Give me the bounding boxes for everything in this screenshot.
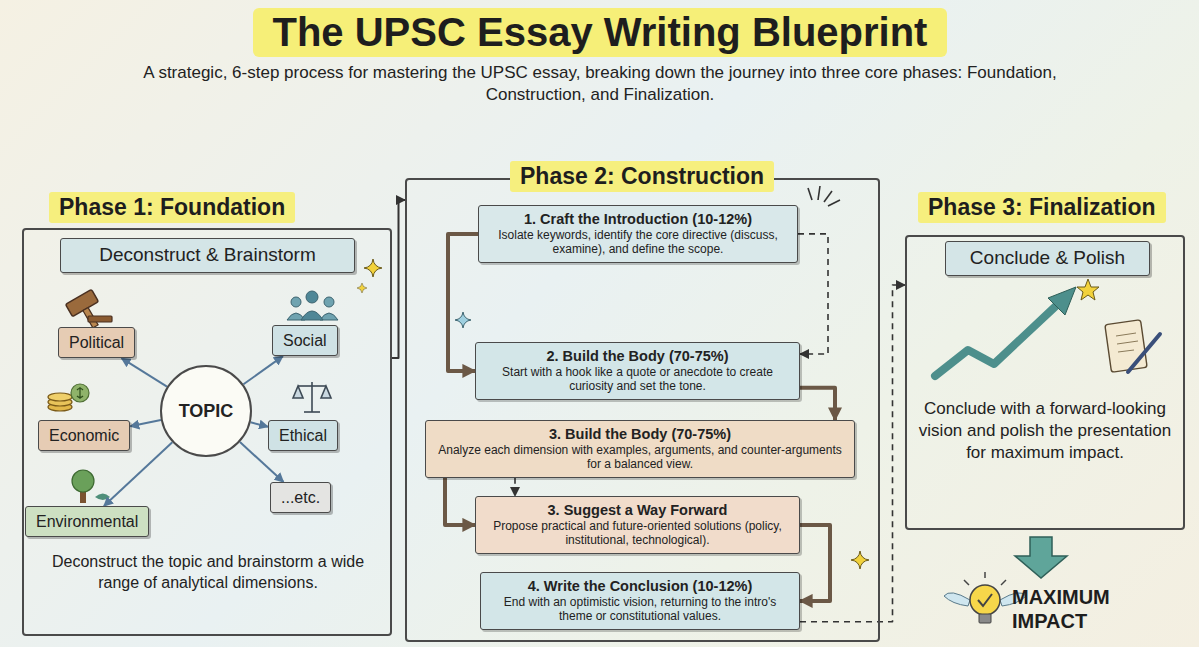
panel-note: Conclude with a forward-looking vision a… [918,398,1172,464]
step-box: 2. Build the Body (70-75%)Start with a h… [475,342,800,400]
topic-label: TOPIC [179,401,234,422]
phase-panel: Deconstruct & BrainstormTOPIC Political So… [22,228,392,636]
box-label: Social [283,331,327,350]
money-icon [48,384,89,411]
box-label: Deconstruct & Brainstorm [71,244,344,267]
box-label: ...etc. [281,488,320,507]
dimension-box: Ethical [268,420,338,451]
scales-icon [293,382,331,412]
box-label: Ethical [279,426,327,445]
step-title: 1. Craft the Introduction (10-12%) [491,211,785,228]
flow-arrow [514,478,516,496]
phase-panel: Conclude & PolishPhase 3: FinalizationCo… [905,235,1185,530]
step-box: 1. Craft the Introduction (10-12%)Isolat… [478,205,798,263]
down-arrow [1015,537,1067,578]
flow-arrow [798,234,828,354]
topic-circle: TOPIC [160,365,252,457]
flow-arrow [448,234,478,371]
dimension-box: Social [272,325,338,356]
step-box: 3. Build the Body (70-75%)Analyze each d… [425,420,855,478]
flow-arrow [800,388,835,420]
flow-arrow [130,420,161,426]
box-label: Conclude & Polish [956,247,1139,270]
scroll-pen-icon [1105,320,1160,373]
box-label: Economic [49,426,119,445]
step-box: 3. Suggest a Way ForwardPropose practica… [475,496,800,554]
people-icon [287,291,338,320]
step-title: 3. Build the Body (70-75%) [438,426,842,443]
impact-label: MAXIMUM IMPACT [1012,585,1132,633]
flow-arrow [445,478,475,525]
phase-heading: Phase 2: Construction [510,161,774,192]
step-description: End with an optimistic vision, returning… [493,595,787,624]
flow-arrow [251,422,268,426]
phase-panel: 1. Craft the Introduction (10-12%)Isolat… [405,178,880,642]
phase-heading: Phase 1: Foundation [49,192,295,223]
dimension-box: ...etc. [270,482,331,513]
step-title: 3. Suggest a Way Forward [488,502,787,519]
step-title: 4. Write the Conclusion (10-12%) [493,578,787,595]
dimension-box: Political [58,327,135,358]
flow-arrow [800,525,830,601]
box-label: Political [69,333,124,352]
growth-chart-icon [935,279,1099,376]
step-description: Propose practical and future-oriented so… [488,519,787,548]
page-title: The UPSC Essay Writing Blueprint [253,8,948,57]
step-description: Isolate keywords, identify the core dire… [491,228,785,257]
dimension-box: Economic [38,420,130,451]
flow-arrow [122,358,167,386]
sparkle [357,259,869,569]
tree-icon [72,470,110,503]
dimension-box: Environmental [25,506,149,537]
burst-lines [808,186,840,206]
flow-arrow [104,442,172,506]
step-box: 4. Write the Conclusion (10-12%)End with… [480,572,800,630]
step-title: 2. Build the Body (70-75%) [488,348,787,365]
flow-arrow [243,356,282,384]
step-description: Start with a hook like a quote or anecdo… [488,365,787,394]
step-description: Analyze each dimension with examples, ar… [438,443,842,472]
phase-heading: Phase 3: Finalization [918,192,1166,223]
panel-note: Deconstruct the topic and brainstorm a w… [38,552,378,594]
flow-arrow [392,200,405,358]
subtitle: A strategic, 6-step process for masterin… [120,62,1080,106]
section-header: Conclude & Polish [945,241,1150,276]
box-label: Environmental [36,512,138,531]
section-header: Deconstruct & Brainstorm [60,238,355,273]
